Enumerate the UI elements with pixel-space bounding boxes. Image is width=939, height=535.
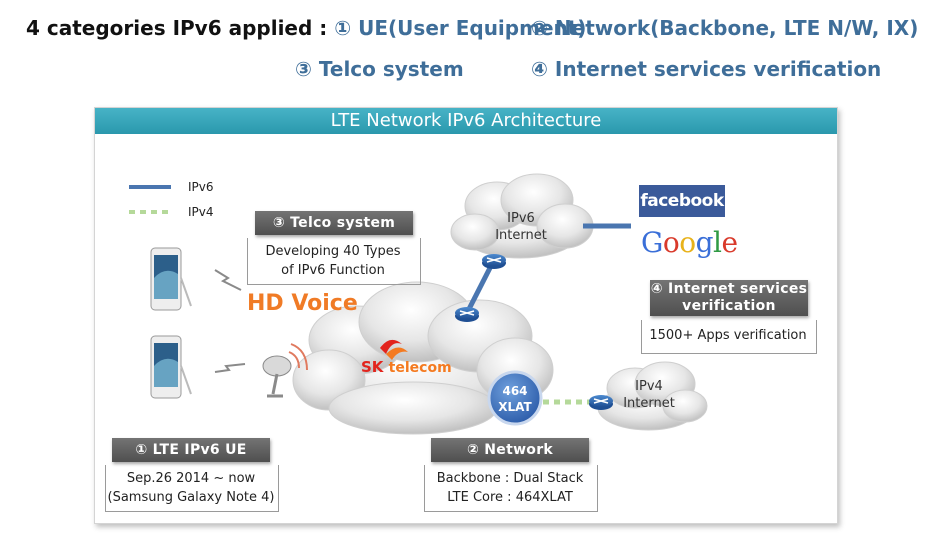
telecom-text: telecom: [388, 360, 452, 376]
architecture-panel: LTE Network IPv6 Architecture: [94, 107, 838, 524]
network-line-2: LTE Core : 464XLAT: [447, 490, 573, 505]
router-icon: [455, 307, 479, 322]
services-title-line-1: ④ Internet services: [650, 281, 808, 297]
ipv6-internet-label: IPv6 Internet: [479, 210, 563, 244]
ipv6-internet-line-2: Internet: [495, 228, 547, 243]
telco-system-line-1: Developing 40 Types: [265, 244, 401, 259]
sk-text: SK: [361, 358, 384, 376]
telco-system-bracket: [247, 238, 421, 285]
telco-system-line-2: of IPv6 Function: [281, 263, 385, 278]
diagram-graphics: [129, 173, 708, 435]
google-logo: Google: [641, 226, 738, 259]
services-line-1: 1500+ Apps verification: [649, 328, 807, 343]
header-category-2: ② Network(Backbone, LTE N/W, IX): [531, 16, 919, 40]
legend-ipv4-label: IPv4: [188, 205, 214, 219]
legend-ipv6-label: IPv6: [188, 180, 214, 194]
header-category-1: ① UE(User Equipment): [334, 16, 587, 40]
panel-banner: LTE Network IPv6 Architecture: [95, 108, 837, 134]
satellite-dish-icon: [262, 343, 308, 398]
sk-logo-icon: [380, 339, 408, 360]
smartphone-icon: [150, 335, 192, 399]
signal-wave-icon: [214, 269, 242, 291]
services-label: ④ Internet services verification: [650, 280, 808, 316]
lte-ipv6-ue-bracket: [105, 465, 279, 512]
signal-wave-icon: [214, 363, 246, 373]
header-line-1: 4 categories IPv6 applied : ① UE(User Eq…: [26, 16, 586, 40]
ipv4-cloud-icon: [597, 361, 708, 431]
network-bracket: [424, 465, 598, 512]
smartphone-icon: [150, 247, 192, 311]
header-category-3: ③ Telco system: [295, 57, 464, 81]
ipv4-internet-line-1: IPv4: [635, 379, 663, 394]
lte-ipv6-ue-line-1: Sep.26 2014 ~ now: [126, 471, 256, 486]
lte-ipv6-ue-line-2: (Samsung Galaxy Note 4): [107, 490, 275, 505]
facebook-logo: facebook: [639, 185, 725, 217]
sk-telecom-wordmark: SK telecom: [361, 358, 452, 376]
services-bracket: [641, 320, 817, 354]
xlat-line-1: 464: [502, 384, 528, 398]
ipv6-internet-line-1: IPv6: [507, 211, 535, 226]
xlat-line-2: XLAT: [498, 400, 532, 414]
ipv6-link-line: [464, 258, 497, 315]
header-category-4: ④ Internet services verification: [531, 57, 882, 81]
ipv4-internet-line-2: Internet: [623, 396, 675, 411]
network-line-1: Backbone : Dual Stack: [436, 471, 584, 486]
lte-ipv6-ue-label: ① LTE IPv6 UE: [112, 438, 270, 462]
router-icon: [482, 254, 506, 269]
router-icon: [589, 395, 613, 410]
services-title-line-2: verification: [682, 298, 776, 314]
header-lead: 4 categories IPv6 applied :: [26, 16, 335, 40]
xlat-circle-icon: [487, 370, 543, 426]
telco-system-label: ③ Telco system: [255, 211, 413, 235]
ipv4-internet-label: IPv4 Internet: [613, 378, 685, 412]
xlat-label: 464 XLAT: [495, 383, 535, 415]
hd-voice-label: HD Voice: [247, 291, 358, 316]
ipv6-cloud-icon: [450, 173, 594, 259]
network-label: ② Network: [431, 438, 589, 462]
